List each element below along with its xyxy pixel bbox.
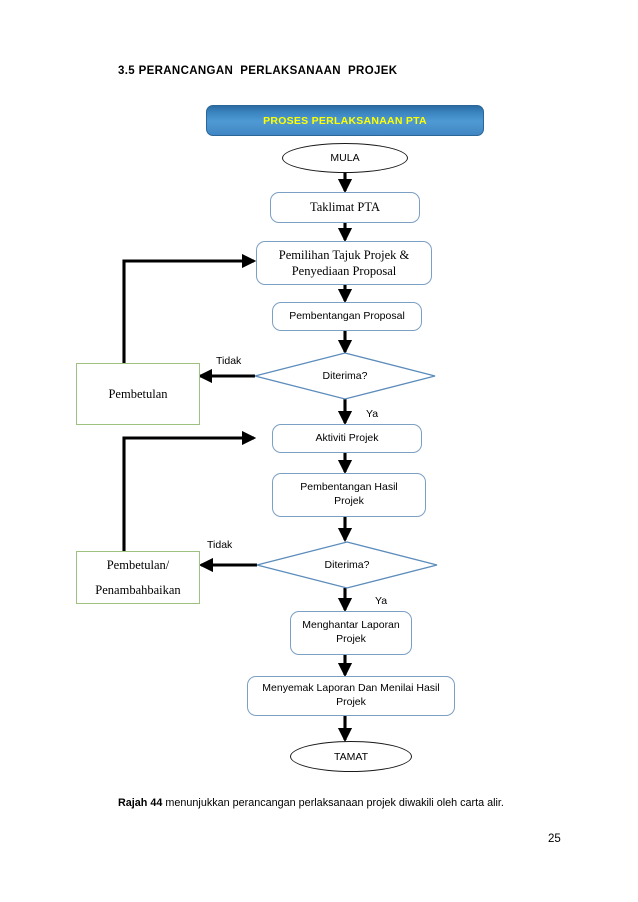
node-menyemak-laporan: Menyemak Laporan Dan Menilai Hasil Proje… [247,676,455,716]
node-decision-diterima-2: Diterima? [256,541,438,589]
edge-label-ya-1: Ya [366,408,379,420]
figure-caption-strong: Rajah 44 [118,797,163,809]
node-pembetulan-penambahbaikan: Pembetulan/ Penambahbaikan [76,551,200,604]
node-pembetulan: Pembetulan [76,363,200,425]
node-pembetulan-label: Pembetulan [108,386,168,401]
banner-label: PROSES PERLAKSANAAN PTA [263,114,427,127]
node-pembentangan-proposal-label: Pembentangan Proposal [289,309,405,322]
node-aktiviti-projek-label: Aktiviti Projek [315,431,379,444]
node-decision-diterima-1-label: Diterima? [322,370,368,382]
node-mula: MULA [282,143,408,173]
page-number: 25 [548,833,561,845]
node-menghantar-laporan-projek-label: Menghantar Laporan Projek [302,619,400,645]
edge-label-tidak-2: Tidak [207,539,233,551]
node-decision-diterima-1: Diterima? [254,352,436,400]
node-aktiviti-projek: Aktiviti Projek [272,424,422,453]
node-pembentangan-proposal: Pembentangan Proposal [272,302,422,331]
edge-label-ya-2: Ya [375,595,388,607]
node-menghantar-laporan-projek: Menghantar Laporan Projek [290,611,412,655]
process-banner: PROSES PERLAKSANAAN PTA [206,105,484,136]
node-mula-label: MULA [330,152,360,164]
node-pemilihan-tajuk-projek: Pemilihan Tajuk Projek & Penyediaan Prop… [256,241,432,285]
node-taklimat-pta: Taklimat PTA [270,192,420,223]
node-pembentangan-hasil-projek-label: Pembentangan Hasil Projek [300,481,398,507]
node-menyemak-laporan-label: Menyemak Laporan Dan Menilai Hasil Proje… [262,682,440,708]
node-pembentangan-hasil-projek: Pembentangan Hasil Projek [272,473,426,517]
node-tamat: TAMAT [290,741,412,772]
edge-label-tidak-1: Tidak [216,355,242,367]
figure-caption: Rajah 44 menunjukkan perancangan perlaks… [118,797,578,809]
figure-caption-rest: menunjukkan perancangan perlaksanaan pro… [162,797,504,809]
node-decision-diterima-2-label: Diterima? [324,559,370,571]
page-title: 3.5 PERANCANGAN PERLAKSANAAN PROJEK [118,65,398,77]
node-tamat-label: TAMAT [333,750,369,763]
node-pembetulan-penambahbaikan-label: Pembetulan/ Penambahbaikan [95,558,181,597]
node-taklimat-pta-label: Taklimat PTA [310,200,380,215]
node-pemilihan-tajuk-projek-label: Pemilihan Tajuk Projek & Penyediaan Prop… [278,247,410,279]
